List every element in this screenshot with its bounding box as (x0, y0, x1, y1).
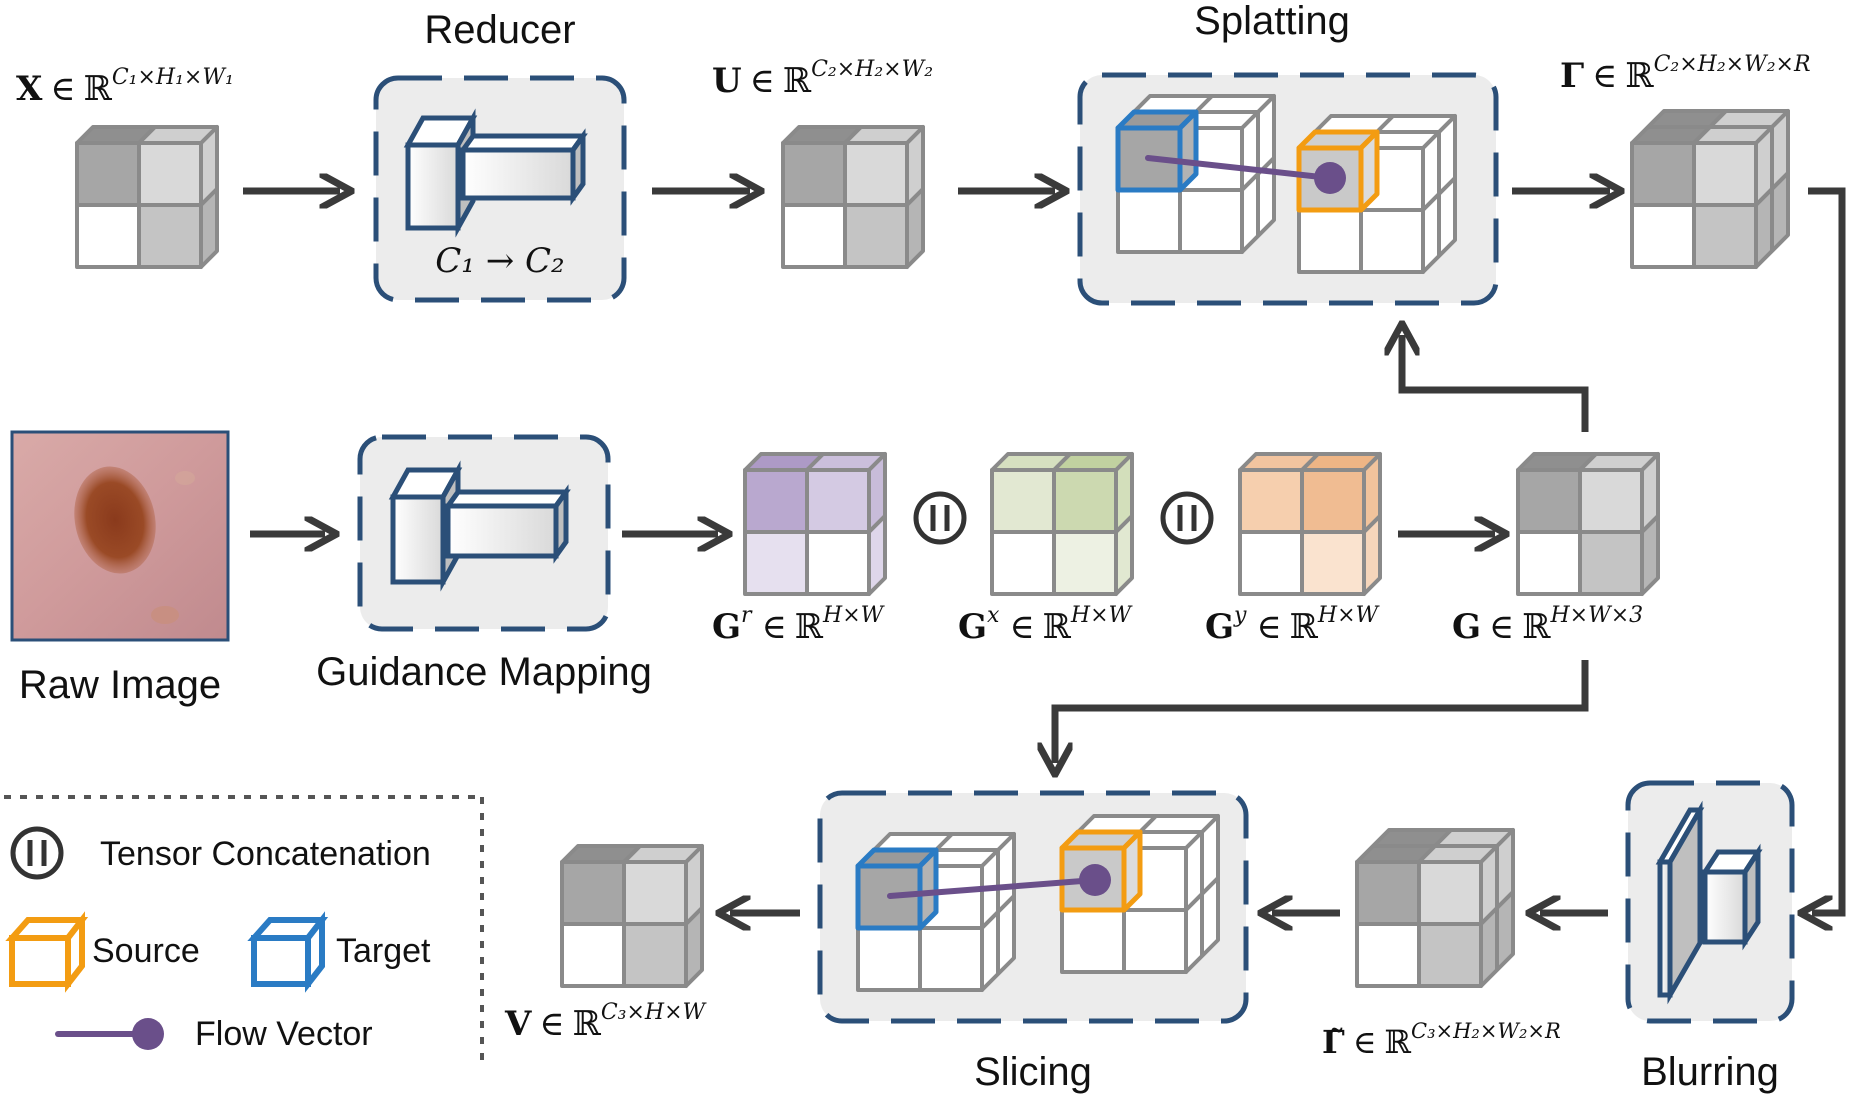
cube-gr (743, 452, 887, 596)
label-gamma-tilde: Γ̃∈ℝC₃×H₂×W₂×R (1322, 1019, 1561, 1061)
cube-gy (1238, 452, 1382, 596)
cube-u (781, 125, 925, 269)
slice-cube-source-side (1059, 814, 1220, 974)
cube-gamma (1630, 109, 1790, 269)
cube-g (1516, 452, 1660, 596)
raw-image-label: Raw Image (19, 663, 221, 707)
svg-text:X∈ℝC₁×H₁×W₁: X∈ℝC₁×H₁×W₁ (16, 65, 234, 109)
guidance-title: Guidance Mapping (316, 650, 652, 694)
splatting-flow-vector (1145, 155, 1346, 194)
legend-source-label: Source (92, 932, 200, 970)
reducer-title: Reducer (424, 8, 575, 52)
raw-image: Raw Image (10, 430, 230, 707)
svg-text:Gr∈ℝH×W: Gr∈ℝH×W (712, 603, 886, 647)
blurring-module: Blurring (1625, 780, 1795, 1094)
label-g: G∈ℝH×W×3 (1452, 603, 1643, 647)
label-gamma: Γ∈ℝC₂×H₂×W₂×R (1560, 52, 1811, 96)
label-x: X∈ℝC₁×H₁×W₁ (16, 65, 234, 109)
svg-text:Γ∈ℝC₂×H₂×W₂×R: Γ∈ℝC₂×H₂×W₂×R (1560, 52, 1811, 96)
slice-cube-target-side (855, 832, 1016, 992)
cube-gamma-tilde (1355, 828, 1515, 988)
blurring-title: Blurring (1641, 1050, 1779, 1094)
svg-text:V∈ℝC₃×H×W: V∈ℝC₃×H×W (504, 1000, 708, 1044)
guidance-module: Guidance Mapping (316, 434, 652, 694)
cube-v (560, 844, 704, 988)
slicing-flow-vector (887, 864, 1111, 899)
splatting-title: Splatting (1194, 0, 1350, 43)
legend-concat-icon (10, 826, 64, 880)
svg-text:Gx∈ℝH×W: Gx∈ℝH×W (958, 603, 1134, 647)
label-gy: Gy∈ℝH×W (1205, 603, 1381, 647)
reducer-block-icon (403, 108, 588, 238)
concat-symbol-2 (1160, 491, 1214, 545)
label-gx: Gx∈ℝH×W (958, 603, 1134, 647)
legend-flow-icon (55, 1018, 164, 1050)
label-gr: Gr∈ℝH×W (712, 603, 886, 647)
concat-symbol-1 (913, 491, 967, 545)
legend-source-icon (5, 911, 89, 993)
tensor-cubes (75, 94, 1790, 992)
svg-text:Γ̃∈ℝC₃×H₂×W₂×R: Γ̃∈ℝC₃×H₂×W₂×R (1322, 1019, 1561, 1061)
arrows (243, 187, 1846, 913)
splat-cube-target-side (1115, 94, 1276, 254)
svg-text:U∈ℝC₂×H₂×W₂: U∈ℝC₂×H₂×W₂ (712, 57, 933, 101)
cube-x (75, 125, 219, 269)
legend-target-icon (247, 911, 329, 993)
svg-text:G∈ℝH×W×3: G∈ℝH×W×3 (1452, 603, 1643, 647)
slicing-title: Slicing (974, 1050, 1092, 1094)
reducer-mapping: C₁ → C₂ (435, 241, 564, 281)
splat-cube-source-side (1296, 114, 1457, 274)
cube-gx (990, 452, 1134, 596)
legend: Tensor Concatenation Source Target Flow … (4, 795, 484, 1060)
label-u: U∈ℝC₂×H₂×W₂ (712, 57, 933, 101)
arrow-g-to-slicing (1055, 660, 1589, 763)
svg-text:Gy∈ℝH×W: Gy∈ℝH×W (1205, 603, 1381, 647)
arrow-g-to-splatting (1402, 335, 1589, 432)
reducer-module: Reducer C₁ → C₂ (373, 8, 627, 303)
arrow-gamma-to-blurring (1808, 187, 1846, 913)
legend-concat-label: Tensor Concatenation (100, 835, 431, 873)
legend-target-label: Target (336, 932, 431, 970)
blurring-filter-icon (1655, 800, 1763, 1005)
label-v: V∈ℝC₃×H×W (504, 1000, 708, 1044)
legend-flow-label: Flow Vector (195, 1015, 373, 1053)
guidance-block-icon (388, 460, 571, 592)
